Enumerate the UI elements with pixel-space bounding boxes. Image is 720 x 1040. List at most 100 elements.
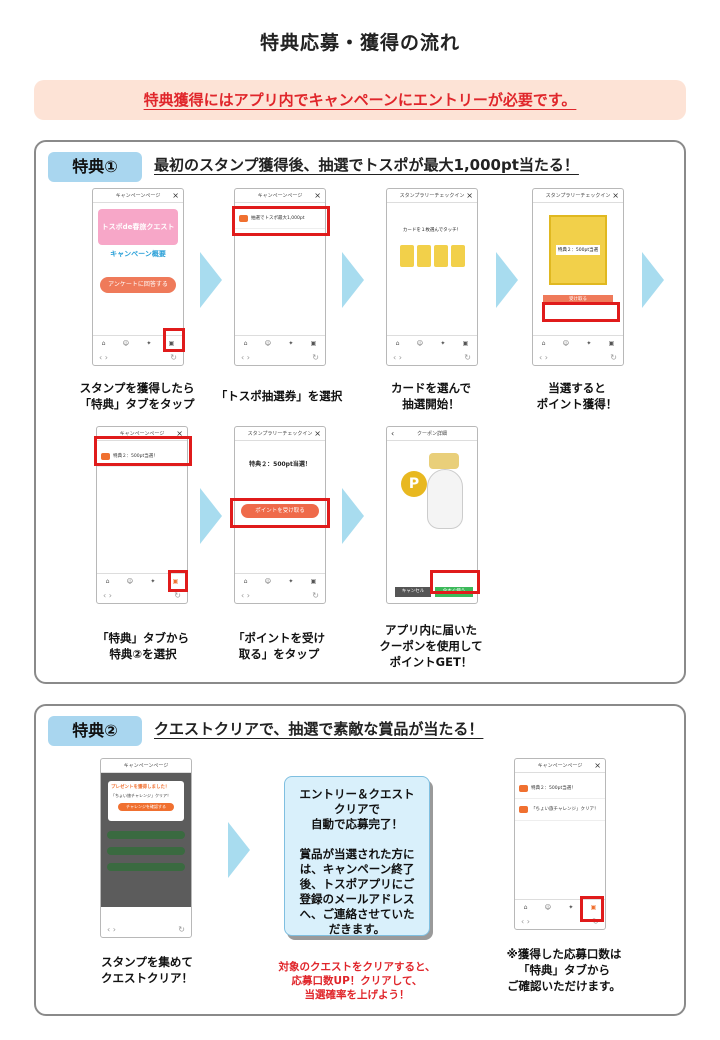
phone-screen-cards[interactable]: スタンプラリーチェックイン× カードを１枚選んでタッチ！ ⌂☺✦▣ ‹ ›↻: [386, 188, 478, 366]
home-icon[interactable]: ⌂: [541, 340, 546, 347]
tab-bar: ⌂ ☺ ✦ ▣: [515, 899, 605, 915]
reload-icon[interactable]: ↻: [312, 353, 319, 362]
tab-bar: ⌂ ☺ ✦ ▣: [387, 335, 477, 351]
step-caption: スタンプを獲得したら 「特典」タブをタップ: [79, 381, 195, 411]
phone-screen-campaign[interactable]: キャンペーンページ× トスポde春旅クエスト キャンペーン概要 アンケートに回答…: [92, 188, 184, 366]
home-icon[interactable]: ⌂: [523, 904, 528, 911]
reload-icon[interactable]: ↻: [178, 925, 185, 934]
user-icon[interactable]: ☺: [416, 340, 424, 347]
receive-points-button[interactable]: ポイントを受け取る: [241, 504, 319, 518]
phone-screen-receive[interactable]: スタンプラリーチェックイン× 特典２：500pt当選！ ポイントを受け取る ⌂☺…: [234, 426, 326, 604]
user-icon[interactable]: ☺: [264, 340, 272, 347]
phone-screen-benefit-tab[interactable]: キャンペーンページ× 特典２：500pt当選！ ⌂☺✦▣ ‹ ›↻: [96, 426, 188, 604]
highlight-benefit-tab: [163, 328, 185, 352]
home-icon[interactable]: ⌂: [395, 340, 400, 347]
survey-button[interactable]: アンケートに回答する: [100, 277, 176, 293]
entries-note: ※獲得した応募口数は 「特典」タブから ご確認いただけます。: [506, 947, 622, 993]
home-icon[interactable]: ⌂: [243, 578, 248, 585]
gift-icon[interactable]: ▣: [462, 340, 469, 347]
nav-arrows-icon[interactable]: ‹ ›: [107, 925, 116, 934]
card-prompt: カードを１枚選んでタッチ！: [402, 228, 462, 233]
gift-icon[interactable]: ▣: [168, 340, 175, 347]
pin-icon[interactable]: ✦: [146, 340, 152, 347]
close-icon[interactable]: ×: [172, 191, 179, 200]
benefit2-row[interactable]: 特典２：500pt当選！: [97, 447, 187, 467]
reload-icon[interactable]: ↻: [312, 591, 319, 600]
phone-screen-lottery[interactable]: キャンペーンページ× 抽選でトスポ最大1,000pt ⌂☺✦▣ ‹ ›↻: [234, 188, 326, 366]
close-icon[interactable]: ×: [466, 191, 473, 200]
step-caption: 当選すると ポイント獲得！: [536, 381, 618, 411]
gift-icon[interactable]: ▣: [172, 578, 179, 585]
phone-screen-quest-clear[interactable]: キャンペーンページ プレゼントを獲得しました！ 「ちょい旅チャレンジ」クリア！ …: [100, 758, 192, 938]
step-caption: 「特典」タブから 特典②を選択: [97, 631, 189, 661]
step-caption: 「トスポ抽選券」を選択: [215, 389, 343, 403]
close-icon[interactable]: ×: [612, 191, 619, 200]
reload-icon[interactable]: ↻: [174, 591, 181, 600]
pin-icon[interactable]: ✦: [288, 340, 294, 347]
highlight-use-now: [430, 570, 480, 594]
reload-icon[interactable]: ↻: [464, 353, 471, 362]
tab-bar: ⌂ ☺ ✦ ▣: [97, 573, 187, 589]
reload-icon[interactable]: ↻: [170, 353, 177, 362]
pin-icon[interactable]: ✦: [440, 340, 446, 347]
user-icon[interactable]: ☺: [126, 578, 134, 585]
highlight-benefit2: [94, 436, 192, 466]
user-icon[interactable]: ☺: [544, 904, 552, 911]
highlight-receive-points: [230, 498, 330, 528]
auto-entry-info-box: エントリー＆クエスト クリアで 自動で応募完了！ 賞品が当選された方に は、キャ…: [284, 776, 430, 936]
nav-arrows-icon[interactable]: ‹ ›: [539, 353, 548, 362]
tab-bar: ⌂ ☺ ✦ ▣: [93, 335, 183, 351]
close-icon[interactable]: ×: [176, 429, 183, 438]
close-icon[interactable]: ×: [314, 191, 321, 200]
pin-icon[interactable]: ✦: [150, 578, 156, 585]
user-icon[interactable]: ☺: [562, 340, 570, 347]
cancel-button[interactable]: キャンセル: [395, 587, 431, 597]
home-icon[interactable]: ⌂: [101, 340, 106, 347]
close-icon[interactable]: ×: [594, 761, 601, 770]
lottery-card[interactable]: [433, 245, 448, 267]
user-icon[interactable]: ☺: [122, 340, 130, 347]
phone-screen-win[interactable]: スタンプラリーチェックイン× 特典２：500pt当選 受け取る ⌂☺✦▣ ‹ ›…: [532, 188, 624, 366]
ticket-icon: [239, 215, 248, 222]
benefit2-row[interactable]: 特典２：500pt当選！: [515, 779, 605, 799]
nav-arrows-icon[interactable]: ‹ ›: [241, 353, 250, 362]
pin-icon[interactable]: ✦: [586, 340, 592, 347]
lottery-card[interactable]: [399, 245, 414, 267]
back-icon[interactable]: ‹: [391, 429, 395, 438]
home-icon[interactable]: ⌂: [105, 578, 110, 585]
nav-arrows-icon[interactable]: ‹ ›: [393, 353, 402, 362]
reload-icon[interactable]: ↻: [610, 353, 617, 362]
nav-arrows-icon[interactable]: ‹ ›: [103, 591, 112, 600]
present-modal: プレゼントを獲得しました！ 「ちょい旅チャレンジ」クリア！ チャレンジを確認する: [108, 781, 184, 821]
tab-bar: ⌂ ☺ ✦ ▣: [533, 335, 623, 351]
nav-arrows-icon[interactable]: ‹ ›: [99, 353, 108, 362]
close-icon[interactable]: ×: [314, 429, 321, 438]
gift-icon[interactable]: ▣: [608, 340, 615, 347]
ticket-icon: [519, 785, 528, 792]
pin-icon[interactable]: ✦: [288, 578, 294, 585]
user-icon[interactable]: ☺: [264, 578, 272, 585]
receive-button-small[interactable]: 受け取る: [543, 295, 613, 305]
challenge-confirm-button[interactable]: チャレンジを確認する: [118, 803, 174, 811]
quest-clear-note: 対象のクエストをクリアすると、 応募口数UP！クリアして、 当選確率を上げよう！: [278, 961, 436, 1001]
arrow-icon: [228, 822, 250, 878]
screen-title: キャンペーンページ: [115, 193, 161, 199]
nav-arrows-icon[interactable]: ‹ ›: [241, 591, 250, 600]
lottery-ticket-row[interactable]: 抽選でトスポ最大1,000pt: [235, 209, 325, 229]
tab-bar: ⌂ ☺ ✦ ▣: [235, 573, 325, 589]
highlight-benefit-tab: [168, 570, 188, 592]
benefit2-title: 特典２：500pt当選！: [249, 461, 311, 468]
benefit1-badge: 特典①: [48, 152, 142, 182]
pin-icon[interactable]: ✦: [568, 904, 574, 911]
lottery-card[interactable]: [416, 245, 431, 267]
home-icon[interactable]: ⌂: [243, 340, 248, 347]
benefit2-badge: 特典②: [48, 716, 142, 746]
gift-icon[interactable]: ▣: [310, 578, 317, 585]
gift-icon[interactable]: ▣: [310, 340, 317, 347]
gift-icon[interactable]: ▣: [590, 904, 597, 911]
nav-arrows-icon[interactable]: ‹ ›: [521, 917, 530, 926]
challenge-row[interactable]: 「ちょい旅チャレンジ」クリア！: [515, 799, 605, 821]
step-caption: カードを選んで 抽選開始！: [391, 381, 471, 411]
lottery-card[interactable]: [450, 245, 465, 267]
phone-screen-entries[interactable]: キャンペーンページ× 特典２：500pt当選！ 「ちょい旅チャレンジ」クリア！ …: [514, 758, 606, 930]
